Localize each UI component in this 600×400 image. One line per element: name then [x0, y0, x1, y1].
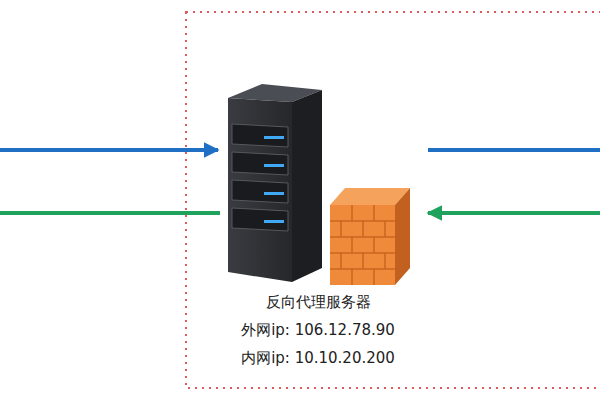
server-icon: [228, 84, 322, 282]
node-title: 反向代理服务器: [240, 288, 396, 316]
ip-address: 内网ip: 10.10.20.200: [240, 344, 396, 372]
response-arrow: [428, 211, 600, 215]
server-label: 反向代理服务器外网ip: 106.12.78.90内网ip: 10.10.20.…: [234, 286, 402, 374]
ip-address: 外网ip: 106.12.78.90: [240, 316, 396, 344]
request-line: [428, 148, 600, 152]
region-outline: [186, 12, 600, 388]
request-arrow: [0, 148, 218, 152]
firewall-icon: [330, 188, 410, 285]
response-line: [0, 211, 220, 215]
